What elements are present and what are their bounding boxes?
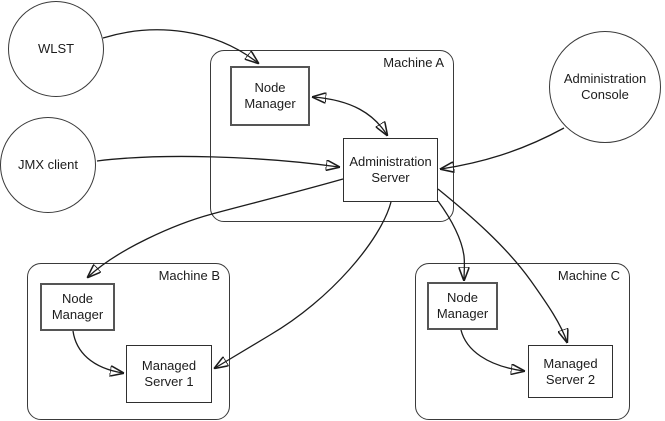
managed-server-1-box: Managed Server 1 bbox=[126, 345, 212, 403]
node-manager-a-label: Node Manager bbox=[244, 80, 296, 111]
arrow-admin-console-to-admin-server bbox=[441, 127, 565, 169]
managed-server-2-box: Managed Server 2 bbox=[528, 345, 613, 398]
admin-console-label: Administration Console bbox=[563, 71, 647, 102]
machine-b-label: Machine B bbox=[158, 268, 220, 283]
jmx-client-node: JMX client bbox=[0, 117, 96, 213]
admin-server-box: Administration Server bbox=[343, 138, 438, 202]
admin-console-node: Administration Console bbox=[549, 31, 661, 143]
node-manager-c-label: Node Manager bbox=[436, 290, 489, 321]
node-manager-a-box: Node Manager bbox=[230, 66, 310, 126]
node-manager-b-box: Node Manager bbox=[40, 283, 115, 331]
jmx-client-label: JMX client bbox=[18, 157, 78, 172]
node-manager-b-label: Node Manager bbox=[51, 291, 104, 322]
admin-server-label: Administration Server bbox=[349, 154, 432, 185]
managed-server-1-label: Managed Server 1 bbox=[141, 358, 197, 389]
managed-server-2-label: Managed Server 2 bbox=[543, 355, 598, 387]
machine-c-label: Machine C bbox=[557, 268, 620, 283]
arrow-admin-server-to-managed-server-1 bbox=[215, 201, 392, 368]
wlst-node: WLST bbox=[8, 1, 104, 97]
wlst-label: WLST bbox=[37, 41, 75, 56]
node-manager-c-box: Node Manager bbox=[427, 282, 498, 330]
machine-a-label: Machine A bbox=[383, 55, 444, 70]
